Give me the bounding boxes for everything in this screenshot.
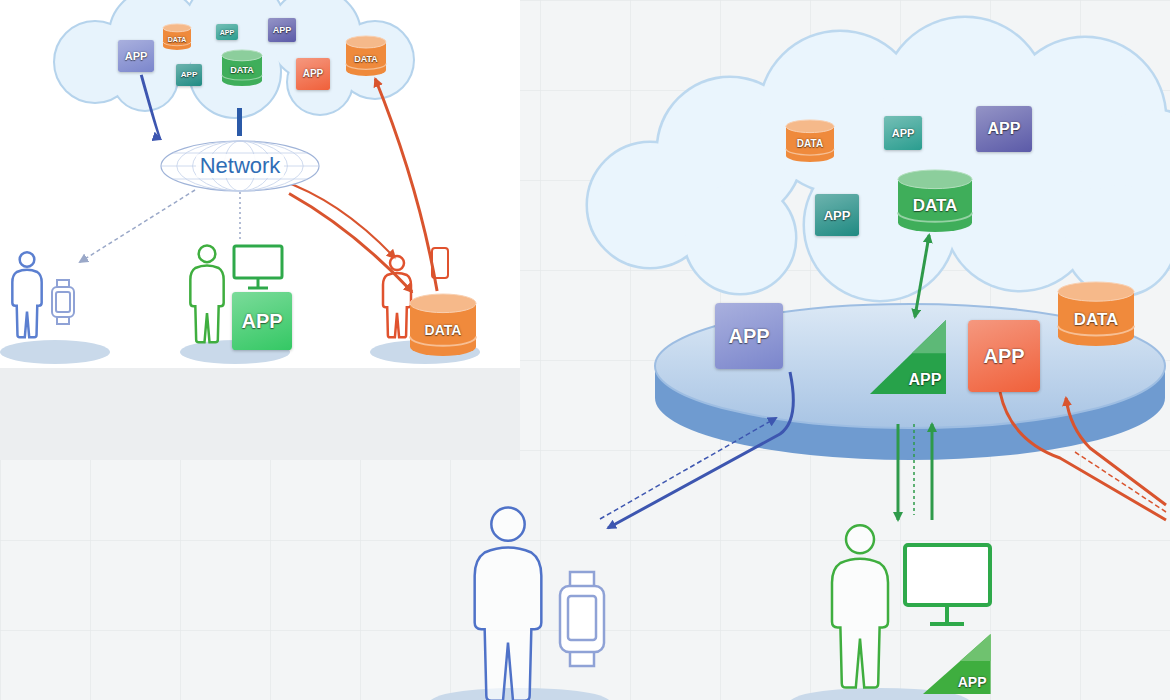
icon-label: APP: [241, 311, 282, 331]
icon-label: APP: [125, 51, 148, 62]
inset-band: [0, 368, 520, 460]
icon-label: APP: [181, 71, 197, 79]
app-box: APP: [815, 194, 859, 236]
cylinder-band: [222, 75, 262, 80]
data-cylinder: DATA: [786, 120, 834, 162]
app-box: APP: [118, 40, 154, 72]
icon-label: APP: [892, 128, 915, 139]
cylinder-top: [163, 24, 191, 32]
data-cylinder: DATA: [1058, 282, 1134, 346]
icon-label: DATA: [230, 66, 254, 75]
app-box: APP: [232, 292, 292, 350]
small-monitor: [234, 246, 282, 288]
icon-label: DATA: [354, 55, 378, 64]
triangle-shade: [912, 320, 946, 353]
large-watch: [560, 572, 604, 666]
icon-label: DATA: [913, 197, 958, 214]
cylinder-band: [786, 149, 834, 155]
large-monitor: [905, 545, 990, 624]
app-triangle: APP: [870, 320, 946, 394]
icon-label: APP: [909, 372, 942, 388]
app-box: APP: [296, 58, 330, 90]
globe-outline: [161, 141, 319, 191]
icon-label: APP: [273, 26, 292, 35]
cylinder-band: [346, 63, 386, 69]
person-figure: [832, 525, 888, 687]
globe-parallel: [161, 153, 319, 179]
app-box: APP: [216, 24, 238, 40]
cylinder-top: [346, 36, 386, 48]
icon-label: APP: [728, 326, 769, 346]
cloud-link: [237, 108, 242, 136]
icon-label: APP: [220, 29, 234, 36]
data-cylinder: DATA: [898, 170, 972, 232]
icon-label: APP: [958, 675, 987, 689]
icon-label: APP: [303, 69, 324, 79]
person-figure: [12, 252, 41, 337]
cylinder-top: [1058, 282, 1134, 301]
app-box: APP: [176, 64, 202, 86]
person-figure: [190, 246, 223, 343]
icon-label: APP: [988, 121, 1021, 137]
inset-panel: [0, 0, 520, 368]
small-watch: [52, 280, 74, 324]
data-cylinder: DATA: [346, 36, 386, 76]
icon-label: DATA: [1074, 311, 1119, 328]
icon-label: DATA: [425, 323, 462, 337]
data-cylinder: DATA: [222, 50, 262, 86]
data-cylinder: DATA: [163, 24, 191, 50]
cylinder-top: [410, 294, 476, 313]
icon-label: DATA: [168, 36, 186, 43]
app-box: APP: [268, 18, 296, 42]
cylinder-top: [898, 170, 972, 189]
data-cylinder: DATA: [410, 294, 476, 356]
small-cloud: [55, 0, 413, 117]
icon-label: APP: [983, 346, 1024, 366]
globe-meridian: [193, 141, 288, 191]
icon-label: DATA: [797, 139, 823, 149]
app-box: APP: [976, 106, 1032, 152]
network-label: Network: [196, 154, 285, 178]
triangle-fill: [923, 634, 991, 694]
triangle-shade: [960, 634, 990, 661]
large-cloud: [588, 18, 1170, 300]
flow-connector: [289, 193, 412, 291]
flow-connector: [375, 79, 437, 291]
app-box: APP: [968, 320, 1040, 392]
person-figure: [475, 508, 542, 700]
app-box: APP: [715, 303, 783, 369]
network-globe: Network: [160, 140, 320, 192]
cylinder-band: [410, 336, 476, 345]
flow-arrows: [600, 372, 1166, 528]
flow-connector: [141, 75, 160, 139]
cylinder-top: [222, 50, 262, 61]
platform-disc: [655, 304, 1165, 460]
app-box: APP: [884, 116, 922, 150]
triangle-fill: [870, 320, 946, 394]
flow-connector: [915, 235, 929, 317]
cylinder-top: [786, 120, 834, 133]
app-triangle: APP: [923, 634, 991, 694]
icon-label: APP: [824, 209, 851, 222]
